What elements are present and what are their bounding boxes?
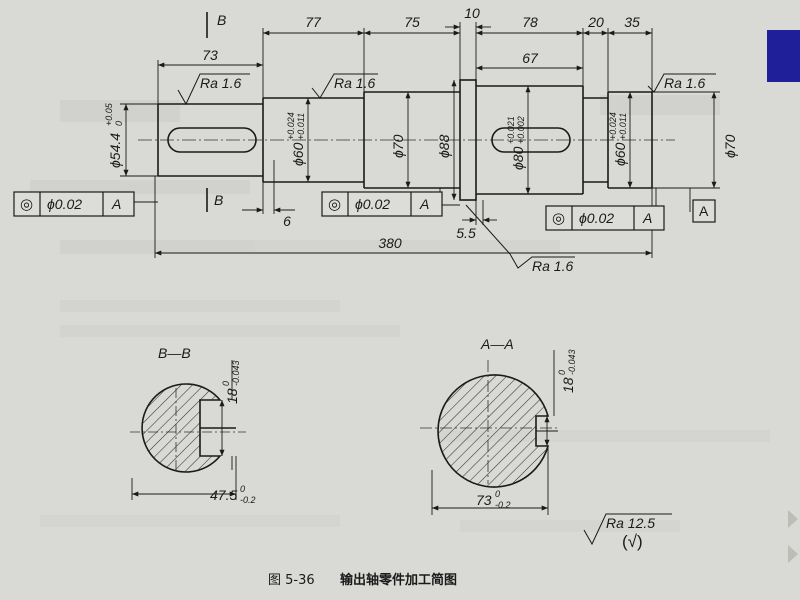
- bb-key-tol-up: 0: [221, 381, 231, 386]
- diameter-88: ϕ88: [436, 134, 452, 158]
- dim-10: 10: [464, 5, 480, 21]
- figure-number: 图 5-36: [268, 573, 315, 588]
- roughness-label: Ra 12.5: [606, 515, 655, 531]
- roughness-symbol: [583, 513, 672, 546]
- dimension-lines: [87, 12, 720, 258]
- section-bb: [130, 360, 246, 500]
- aa-key-tol-up: 0: [557, 370, 567, 375]
- roughness-symbol: [509, 253, 575, 269]
- dim-20: 20: [587, 14, 604, 30]
- section-mark-b-bottom: B: [214, 192, 223, 208]
- concentricity-icon: ◎: [20, 196, 33, 213]
- datum-label: A: [699, 203, 709, 219]
- roughness-label: Ra 1.6: [200, 75, 241, 91]
- fcf-tolerance: ϕ0.02: [355, 196, 390, 212]
- diameter-54-tol-lo: 0: [114, 121, 124, 126]
- section-aa: [420, 350, 560, 515]
- section-bb-title: B—B: [158, 345, 191, 361]
- bb-key-width: 18: [224, 388, 240, 404]
- fcf-datum: A: [642, 210, 652, 226]
- diameter-labels: ϕ54.4 +0.05 0 ϕ60 +0.024 +0.011 ϕ70 ϕ88 …: [104, 102, 738, 170]
- dim-67: 67: [522, 50, 539, 66]
- fcf-boxes: [13, 191, 716, 231]
- slide-nav-arrow-icon[interactable]: [788, 545, 798, 563]
- aa-depth: 73: [476, 492, 492, 508]
- diameter-60-right: ϕ60: [612, 142, 628, 166]
- section-mark-b-top: B: [217, 12, 226, 28]
- fcf-tolerance: ϕ0.02: [579, 210, 614, 226]
- dim-5-5: 5.5: [456, 225, 476, 241]
- diameter-80-tol-lo: +0.002: [516, 116, 526, 144]
- fcf-datum: A: [111, 196, 121, 212]
- diameter-60-right-tol-up: +0.024: [608, 112, 618, 140]
- roughness-symbol: [311, 73, 378, 99]
- roughness-label: Ra 1.6: [664, 75, 705, 91]
- diameter-60-tol-up: +0.024: [286, 112, 296, 140]
- section-aa-title: A—A: [480, 336, 514, 352]
- concentricity-icon: ◎: [552, 210, 565, 227]
- diameter-60-tol-lo: +0.011: [296, 113, 306, 140]
- aa-depth-tol-up: 0: [495, 489, 500, 499]
- dim-380: 380: [378, 235, 402, 251]
- roughness-symbol: [647, 73, 716, 93]
- figure-title: 输出轴零件加工简图: [340, 572, 457, 588]
- aa-depth-tol-lo: -0.2: [495, 500, 511, 510]
- bb-depth: 47.5: [210, 487, 237, 503]
- diameter-70-right: ϕ70: [722, 134, 738, 158]
- dim-77: 77: [305, 14, 322, 30]
- aa-key-tol-lo: -0.043: [567, 349, 577, 375]
- diameter-80: ϕ80: [510, 146, 526, 170]
- roughness-symbol: [177, 73, 250, 106]
- concentricity-icon: ◎: [328, 196, 341, 213]
- roughness-label: Ra 1.6: [532, 258, 573, 274]
- slide-accent-bar: [767, 30, 800, 82]
- diameter-70: ϕ70: [390, 134, 406, 158]
- dim-78: 78: [522, 14, 538, 30]
- bb-depth-tol-lo: -0.2: [240, 495, 256, 505]
- dim-73: 73: [202, 47, 218, 63]
- dim-35: 35: [624, 14, 640, 30]
- roughness-symbols: [177, 73, 716, 546]
- background-scan-noise: [30, 95, 770, 532]
- bb-depth-tol-up: 0: [240, 484, 245, 494]
- fcf-tolerance: ϕ0.02: [47, 196, 82, 212]
- diameter-60: ϕ60: [290, 142, 306, 166]
- aa-key-width: 18: [560, 377, 576, 393]
- fcf-datum: A: [419, 196, 429, 212]
- diameter-54: ϕ54.4: [107, 133, 123, 168]
- diameter-60-right-tol-lo: +0.011: [618, 113, 628, 140]
- fcf-texts: ◎ ϕ0.02 A ◎ ϕ0.02 A ◎ ϕ0.02 A A: [20, 196, 709, 227]
- diameter-80-tol-up: +0.021: [506, 116, 516, 144]
- diameter-54-tol-up: +0.05: [104, 102, 114, 126]
- dim-75: 75: [404, 14, 420, 30]
- rest-roughness-mark: (√): [622, 532, 643, 551]
- roughness-label: Ra 1.6: [334, 75, 375, 91]
- slide-nav-arrow-icon[interactable]: [788, 510, 798, 528]
- bb-key-tol-lo: -0.043: [231, 360, 241, 386]
- dim-6: 6: [283, 213, 291, 229]
